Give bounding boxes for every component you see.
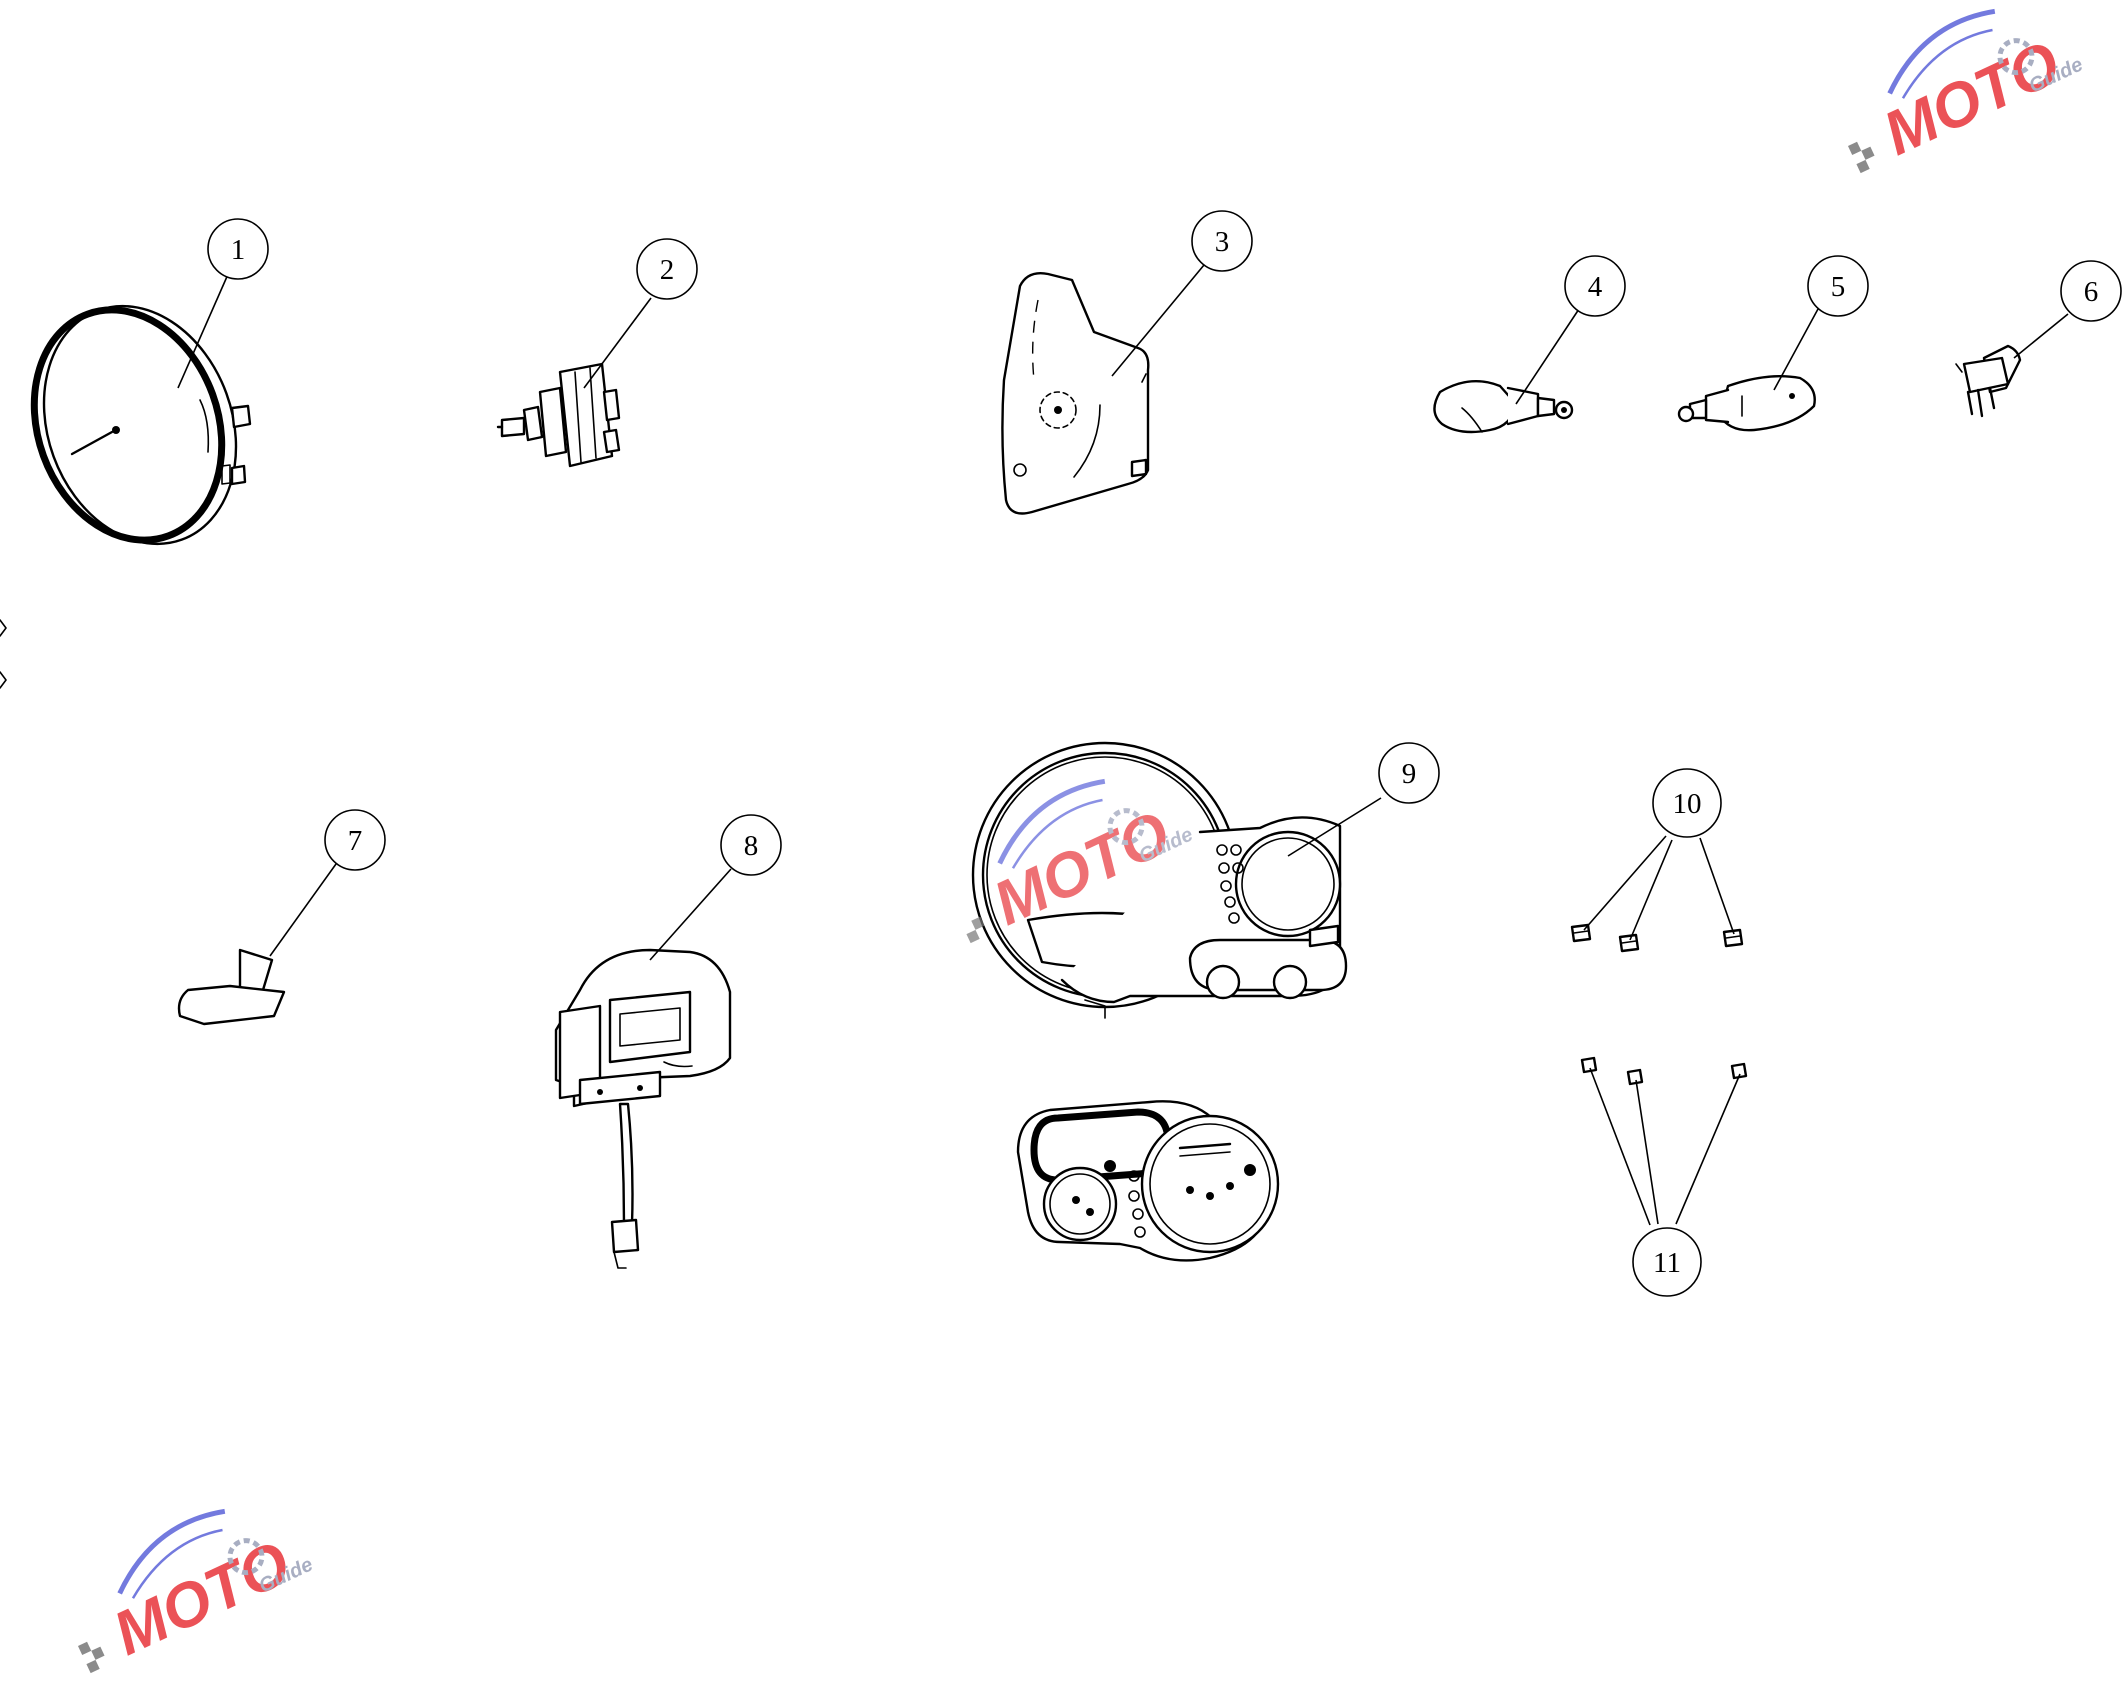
- callout-1: 1: [207, 218, 269, 280]
- edge-marks: [0, 619, 7, 689]
- part-11-bulb-holders: [1580, 1056, 1748, 1086]
- part-7-indicator-lens: [177, 948, 286, 1026]
- part-4-side-bulb: [1433, 380, 1574, 434]
- callout-2: 2: [636, 238, 698, 300]
- part-9b-instrument-board: [1016, 1100, 1280, 1262]
- part-2-halogen-bulb: [496, 362, 621, 468]
- callout-9: 9: [1378, 742, 1440, 804]
- callout-3: 3: [1191, 210, 1253, 272]
- watermark-logo-top-right: MOTO Guide: [1847, 8, 2086, 174]
- callout-5: 5: [1807, 255, 1869, 317]
- callout-3-label: 3: [1215, 226, 1230, 258]
- watermark-logo-bottom-left: MOTO Guide: [77, 1508, 316, 1674]
- part-8-instrument-module: [554, 948, 732, 1269]
- callout-7-label: 7: [348, 825, 363, 857]
- part-1-headlight-unit: [30, 304, 252, 546]
- callout-11-label: 11: [1653, 1247, 1681, 1279]
- callout-4-label: 4: [1588, 271, 1603, 303]
- callout-6-label: 6: [2084, 276, 2099, 308]
- callout-10: 10: [1652, 768, 1722, 838]
- part-5-wedge-bulb: [1677, 375, 1816, 432]
- watermark-brand-text: MOTO: [1874, 28, 2071, 169]
- callout-2-label: 2: [660, 254, 675, 286]
- part-10-small-bulbs: [1570, 923, 1744, 953]
- callout-8-label: 8: [744, 830, 759, 862]
- part-6-h4-bulb: [1955, 344, 2022, 418]
- leader-lines: [177, 264, 2069, 1226]
- callout-10-label: 10: [1673, 788, 1702, 820]
- watermark-brand-text: MOTO: [104, 1528, 301, 1669]
- callout-9-label: 9: [1402, 758, 1417, 790]
- callout-11: 11: [1632, 1227, 1702, 1297]
- part-3-reflector-housing: [1001, 272, 1150, 515]
- callout-7: 7: [324, 809, 386, 871]
- callout-8: 8: [720, 814, 782, 876]
- callout-5-label: 5: [1831, 271, 1846, 303]
- callout-4: 4: [1564, 255, 1626, 317]
- callout-6: 6: [2060, 260, 2122, 322]
- callout-1-label: 1: [231, 234, 246, 266]
